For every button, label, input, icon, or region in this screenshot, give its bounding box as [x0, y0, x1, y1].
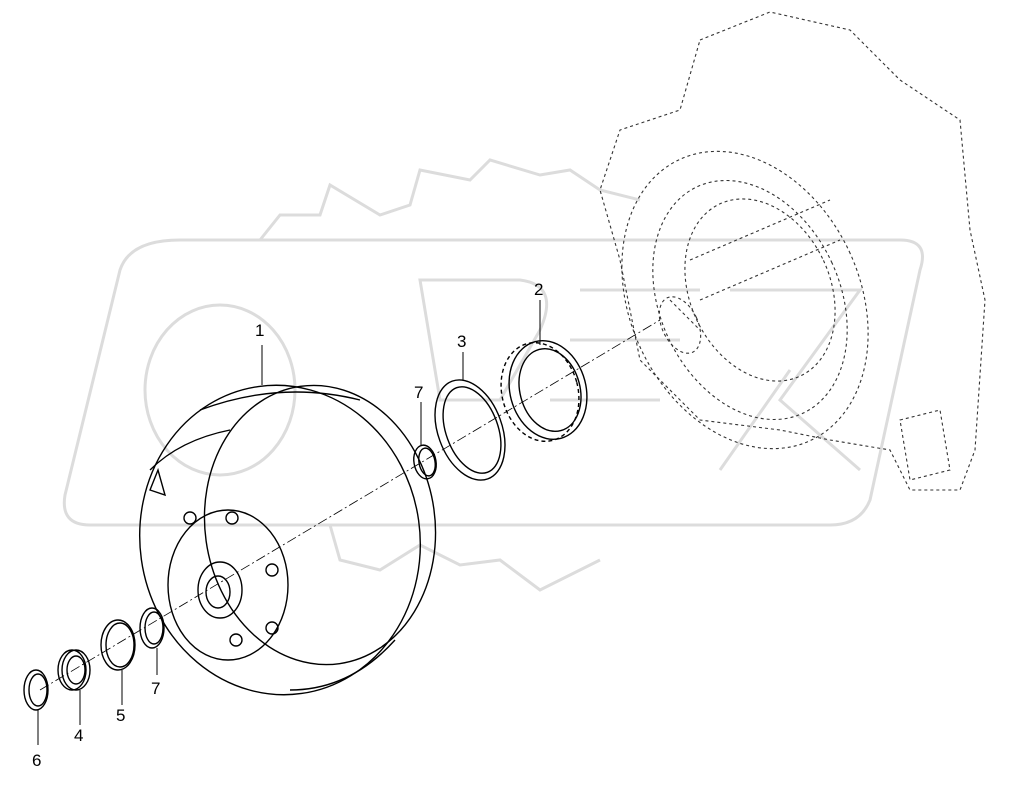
part-5-ring	[100, 619, 136, 671]
part-2-gear-ring	[500, 340, 588, 442]
callout-7-lower: 7	[151, 679, 160, 698]
part-1-torque-converter	[138, 384, 437, 696]
callout-1: 1	[255, 321, 264, 340]
callout-7-upper: 7	[414, 383, 423, 402]
part-4-bushing	[57, 649, 91, 691]
orex-watermark-logo	[62, 158, 924, 592]
assembly-axis	[39, 319, 661, 691]
callout-6: 6	[32, 751, 41, 770]
part-6-snap-ring	[23, 669, 49, 711]
callout-3: 3	[457, 332, 466, 351]
transmission-housing	[599, 11, 986, 491]
part-7-ring-lower	[139, 607, 165, 649]
callout-5: 5	[116, 706, 125, 725]
callout-4: 4	[74, 726, 83, 745]
part-3-snap-ring	[434, 379, 506, 481]
callout-2: 2	[534, 280, 543, 299]
